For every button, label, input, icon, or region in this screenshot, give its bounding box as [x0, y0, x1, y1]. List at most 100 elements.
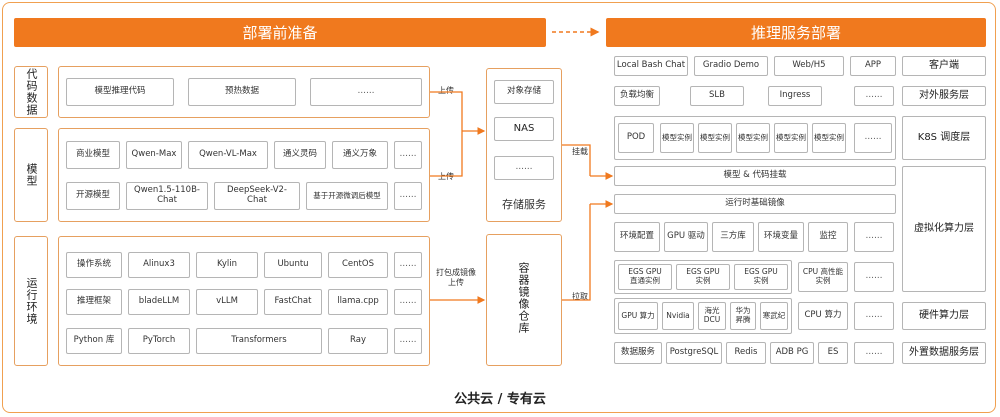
layer-client: 客户端	[902, 56, 986, 76]
env-bladellm: bladeLLM	[128, 289, 190, 315]
runtime-third-party-lib: 三方库	[712, 222, 754, 252]
runtime-env-config: 环境配置	[614, 222, 660, 252]
k8s-group	[614, 116, 896, 160]
client-web-h5: Web/H5	[774, 56, 844, 76]
cpu-high-perf-instance: CPU 高性能 实例	[798, 262, 848, 292]
service-slb: SLB	[690, 86, 744, 106]
env-vllm: vLLM	[196, 289, 258, 315]
k8s-model-instance-4: 模型实例	[774, 123, 808, 153]
annotation-upload-code: 上传	[438, 86, 454, 95]
data-es: ES	[818, 342, 848, 364]
bar-runtime-base-image: 运行时基础镜像	[614, 194, 896, 214]
data-service: 数据服务	[614, 342, 662, 364]
env-inference-framework: 推理框架	[66, 289, 122, 315]
env-row2-more: ……	[394, 289, 422, 315]
code-box-more: ……	[310, 78, 422, 106]
runtime-env-vars: 环境变量	[758, 222, 804, 252]
gpu-hygon-dcu: 海光 DCU	[698, 302, 726, 330]
k8s-model-instance-5: 模型实例	[812, 123, 846, 153]
layer-external-data: 外置数据服务层	[902, 342, 986, 364]
env-row1-more: ……	[394, 252, 422, 278]
gpu-group	[614, 298, 792, 334]
model-row1-more: ……	[394, 141, 422, 169]
layer-virtualized-compute: 虚拟化算力层	[902, 166, 986, 292]
code-box-warmup-data: 预热数据	[188, 78, 296, 106]
storage-nas: NAS	[494, 117, 554, 141]
env-python-lib: Python 库	[66, 328, 122, 354]
k8s-more: ……	[854, 123, 892, 153]
storage-service-label: 存储服务	[502, 198, 546, 211]
env-alinux3: Alinux3	[128, 252, 190, 278]
service-more: ……	[854, 86, 894, 106]
gpu-nvidia: Nvidia	[662, 302, 694, 330]
env-kylin: Kylin	[196, 252, 258, 278]
env-fastchat: FastChat	[264, 289, 322, 315]
k8s-pod: POD	[618, 123, 654, 153]
runtime-monitoring: 监控	[808, 222, 848, 252]
gpu-cambricon: 寒武纪	[760, 302, 788, 330]
layer-hardware-compute: 硬件算力层	[902, 302, 986, 330]
side-label-code-data: 代码数据	[14, 66, 48, 118]
model-commercial: 商业模型	[66, 141, 120, 169]
env-os: 操作系统	[66, 252, 122, 278]
k8s-model-instance-2: 模型实例	[698, 123, 732, 153]
env-row3-more: ……	[394, 328, 422, 354]
client-app: APP	[850, 56, 896, 76]
code-box-inference-code: 模型推理代码	[66, 78, 174, 106]
runtime-env-more: ……	[854, 222, 894, 252]
client-local-bash-chat: Local Bash Chat	[614, 56, 688, 76]
model-tongyi-lingma: 通义灵码	[274, 141, 326, 169]
data-more: ……	[854, 342, 894, 364]
egs-group	[614, 260, 792, 294]
env-llama-cpp: llama.cpp	[328, 289, 388, 315]
gpu-compute: GPU 算力	[618, 302, 658, 330]
layer-external-service: 对外服务层	[902, 86, 986, 106]
container-registry-label: 容器镜像仓库	[517, 262, 530, 334]
k8s-model-instance-3: 模型实例	[736, 123, 770, 153]
side-label-runtime-env: 运行环境	[14, 236, 48, 366]
annotation-pack-upload: 打包成镜像 上传	[436, 268, 476, 287]
model-open-source: 开源模型	[66, 182, 120, 210]
model-qwen-vl-max: Qwen-VL-Max	[188, 141, 268, 169]
egs-gpu-instance-2: EGS GPU 实例	[734, 264, 788, 290]
model-row2-more: ……	[394, 182, 422, 210]
side-label-model: 模型	[14, 128, 48, 222]
layer-k8s: K8S 调度层	[902, 116, 986, 160]
model-tongyi-wanxiang: 通义万象	[332, 141, 388, 169]
bar-model-code-mount: 模型 & 代码挂载	[614, 166, 896, 186]
egs-gpu-passthrough: EGS GPU 直通实例	[618, 264, 672, 290]
data-redis: Redis	[726, 342, 766, 364]
annotation-pull: 拉取	[572, 292, 588, 301]
outer-frame	[2, 2, 996, 413]
service-ingress: Ingress	[768, 86, 822, 106]
data-postgresql: PostgreSQL	[666, 342, 722, 364]
gpu-more: ……	[854, 302, 894, 330]
env-ray: Ray	[328, 328, 388, 354]
data-adb-pg: ADB PG	[770, 342, 814, 364]
k8s-model-instance-1: 模型实例	[660, 123, 694, 153]
gpu-huawei-ascend: 华为 昇腾	[730, 302, 756, 330]
cpu-compute: CPU 算力	[798, 302, 848, 330]
annotation-mount: 挂载	[572, 147, 588, 156]
storage-more: ……	[494, 156, 554, 180]
footer-cloud-label: 公共云 / 专有云	[454, 392, 546, 407]
service-load-balancer: 负载均衡	[614, 86, 660, 106]
storage-object: 对象存储	[494, 80, 554, 104]
egs-gpu-instance-1: EGS GPU 实例	[676, 264, 730, 290]
model-finetuned: 基于开源微调后模型	[306, 182, 388, 210]
env-ubuntu: Ubuntu	[264, 252, 322, 278]
env-centos: CentOS	[328, 252, 388, 278]
runtime-gpu-driver: GPU 驱动	[664, 222, 708, 252]
model-qwen-110b: Qwen1.5-110B- Chat	[126, 182, 208, 210]
client-gradio-demo: Gradio Demo	[694, 56, 768, 76]
env-pytorch: PyTorch	[128, 328, 190, 354]
model-qwen-max: Qwen-Max	[126, 141, 182, 169]
banner-inference-deploy: 推理服务部署	[606, 18, 986, 47]
banner-pre-deploy: 部署前准备	[14, 18, 546, 47]
model-deepseek-v2: DeepSeek-V2- Chat	[214, 182, 300, 210]
egs-more: ……	[854, 262, 894, 292]
container-registry	[486, 234, 562, 366]
env-transformers: Transformers	[196, 328, 322, 354]
